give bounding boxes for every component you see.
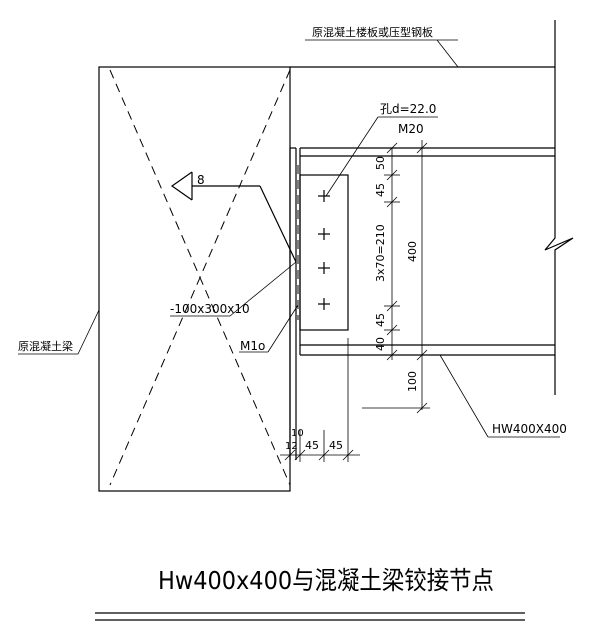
dim-45-right: 45 [329, 439, 343, 452]
dim-50: 50 [374, 156, 387, 170]
dim-100: 100 [406, 371, 419, 392]
bolt-2 [318, 228, 330, 240]
bolt-4 [318, 298, 330, 310]
drawing-title: Hw400x400与混凝土梁铰接节点 [158, 566, 494, 595]
weld-size-label: 8 [197, 173, 205, 187]
slab-label: 原混凝土楼板或压型钢板 [312, 25, 433, 39]
dim-45-bottom: 45 [374, 313, 387, 327]
hole-leader-d [325, 116, 379, 197]
dim-10: 10 [291, 428, 304, 439]
section-label: HW400X400 [492, 422, 567, 436]
slab-leader-d [436, 39, 459, 68]
bolt-3 [318, 262, 330, 274]
dim-45-left: 45 [305, 439, 319, 452]
beam-label: 原混凝土梁 [18, 339, 73, 353]
plate-label: -100x300x10 [170, 302, 250, 316]
bolt-1 [318, 190, 330, 202]
dim-3x70: 3x70=210 [374, 224, 387, 282]
dim-400: 400 [406, 241, 419, 262]
plate-leader-d [229, 261, 297, 317]
beam-diagonal-2 [109, 69, 291, 486]
section-leader-d [439, 354, 489, 438]
beam-leader-d [77, 309, 100, 355]
hole-label: 孔d=22.0 [380, 102, 436, 116]
concrete-beam-outline [98, 66, 291, 492]
dim-12: 12 [285, 441, 298, 452]
dim-40: 40 [374, 337, 387, 351]
weld-symbol [170, 171, 297, 263]
anchor-leader-d [267, 304, 299, 353]
dim-45-top: 45 [374, 183, 387, 197]
bolt-label: M20 [398, 122, 424, 136]
break-line [544, 20, 574, 395]
anchor-label: M1o [240, 339, 265, 353]
